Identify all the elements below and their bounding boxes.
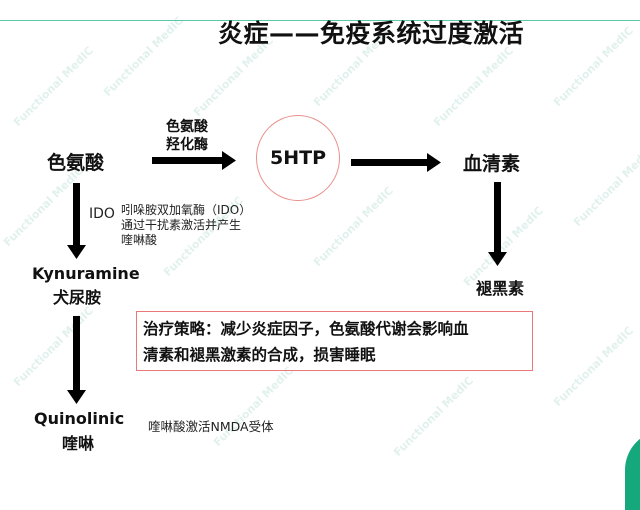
node-tryptophan: 色氨酸 <box>47 152 105 174</box>
quinolinic-note: 喹啉酸激活NMDA受体 <box>148 419 274 434</box>
ido-note: 吲哚胺双加氧酶（IDO） 通过干扰素激活并产生 喹啉酸 <box>121 203 251 248</box>
slide-title: 炎症——免疫系统过度激活 <box>218 19 525 48</box>
fivehtp-circle <box>256 115 340 201</box>
node-5htp: 5HTP <box>270 147 327 169</box>
enzyme-label-line1: 色氨酸 <box>166 119 208 135</box>
node-melatonin: 褪黑素 <box>476 279 525 298</box>
ido-label: IDO <box>89 206 115 222</box>
arrow-down-icon <box>67 183 86 259</box>
node-quinolinic-cn: 喹啉 <box>62 434 95 453</box>
node-serotonin: 血清素 <box>463 153 521 175</box>
enzyme-label-line2: 羟化酶 <box>166 137 208 153</box>
arrows-layer <box>67 151 507 404</box>
title-divider-line <box>0 20 640 21</box>
arrow-right-icon <box>351 153 441 172</box>
node-kynuramine-cn: 犬尿胺 <box>53 288 102 307</box>
treatment-strategy-box: 治疗策略：减少炎症因子，色氨酸代谢会影响血 清素和褪黑激素的合成，损害睡眠 <box>136 311 533 371</box>
arrow-down-icon <box>67 316 86 404</box>
node-quinolinic-en: Quinolinic <box>34 409 125 428</box>
node-kynuramine-en: Kynuramine <box>32 264 140 283</box>
strategy-line1: 治疗策略：减少炎症因子，色氨酸代谢会影响血 <box>143 320 469 338</box>
ido-note-line: 吲哚胺双加氧酶（IDO） <box>121 203 252 217</box>
strategy-line2: 清素和褪黑激素的合成，损害睡眠 <box>143 346 376 364</box>
arrow-right-icon <box>152 151 236 170</box>
ido-note-line: 喹啉酸 <box>121 233 158 247</box>
arrow-down-icon <box>488 182 507 266</box>
ido-note-line: 通过干扰素激活并产生 <box>121 218 242 232</box>
